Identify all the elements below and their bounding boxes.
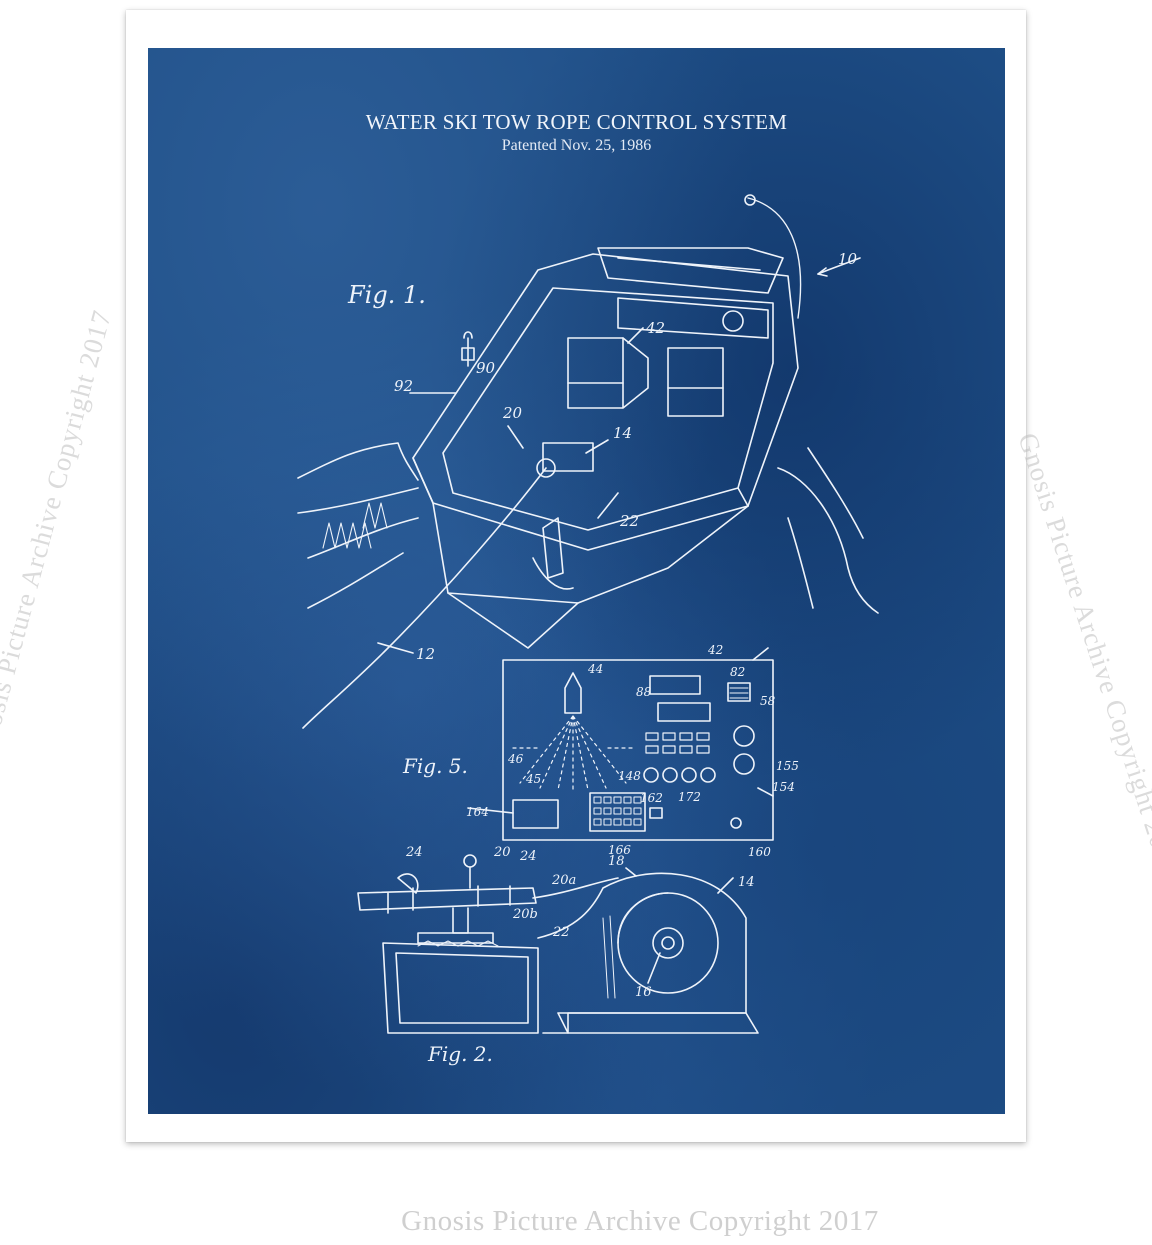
callout-fig2-20: 20 [493,845,511,860]
callout-fig2-24b: 24 [519,849,537,864]
callout-fig1-14: 14 [613,424,632,442]
poster-subtitle: Patented Nov. 25, 1986 [501,137,652,154]
control-panel-drawing [467,647,774,841]
callout-fig1-92: 92 [394,377,413,395]
callout-fig5-88: 88 [636,685,652,699]
winch-drawing [357,854,759,1034]
boat-drawing [297,194,879,729]
fig2-label: Fig. 2. [427,1042,493,1066]
callout-fig2-20a: 20a [551,873,576,888]
callout-fig5-154: 154 [772,780,795,794]
callout-fig5-58: 58 [760,694,776,708]
callout-fig5-172: 172 [678,790,701,804]
callout-fig1-42: 42 [645,319,665,337]
callout-fig5-164: 164 [466,805,489,819]
copyright-caption: Gnosis Picture Archive Copyright 2017 [401,1205,879,1237]
watermark-left: Gnosis Picture Archive Copyright 2017 [0,306,118,764]
callout-fig1-20: 20 [502,404,523,422]
fig1-label: Fig. 1. [347,281,426,309]
callout-fig5-42: 42 [707,643,723,657]
callout-fig5-155: 155 [776,759,799,773]
callout-fig2-20b: 20b [512,907,538,922]
poster-title: WATER SKI TOW ROPE CONTROL SYSTEM [365,110,788,134]
callout-fig5-45: 45 [525,772,541,786]
callout-fig5-162: 162 [640,791,663,805]
callout-fig2-22: 22 [552,925,570,940]
callout-fig2-16: 16 [635,985,652,1000]
callout-fig1-10: 10 [838,250,858,268]
callout-fig1-22: 22 [619,512,639,530]
callout-fig5-44: 44 [587,662,603,676]
callout-fig1-90: 90 [476,359,496,377]
callout-fig5-148: 148 [618,769,641,783]
watermark-right: Gnosis Picture Archive Copyright 2017 [1012,429,1152,881]
callout-fig5-46: 46 [507,752,524,766]
callout-fig5-160: 160 [748,845,771,859]
callout-fig5-82: 82 [730,665,745,679]
patent-drawing: Fig. 1. Fig. 5. Fig. 2. 10 90 92 20 14 4… [297,194,879,1066]
callout-fig2-18: 18 [608,854,625,869]
callout-fig2-14: 14 [738,875,755,890]
patent-print: WATER SKI TOW ROPE CONTROL SYSTEM Patent… [148,48,1005,1114]
callout-fig2-24a: 24 [405,845,423,860]
callout-fig1-12: 12 [416,645,435,663]
fig5-label: Fig. 5. [402,754,468,778]
callout-fig5-166: 166 [608,843,631,857]
